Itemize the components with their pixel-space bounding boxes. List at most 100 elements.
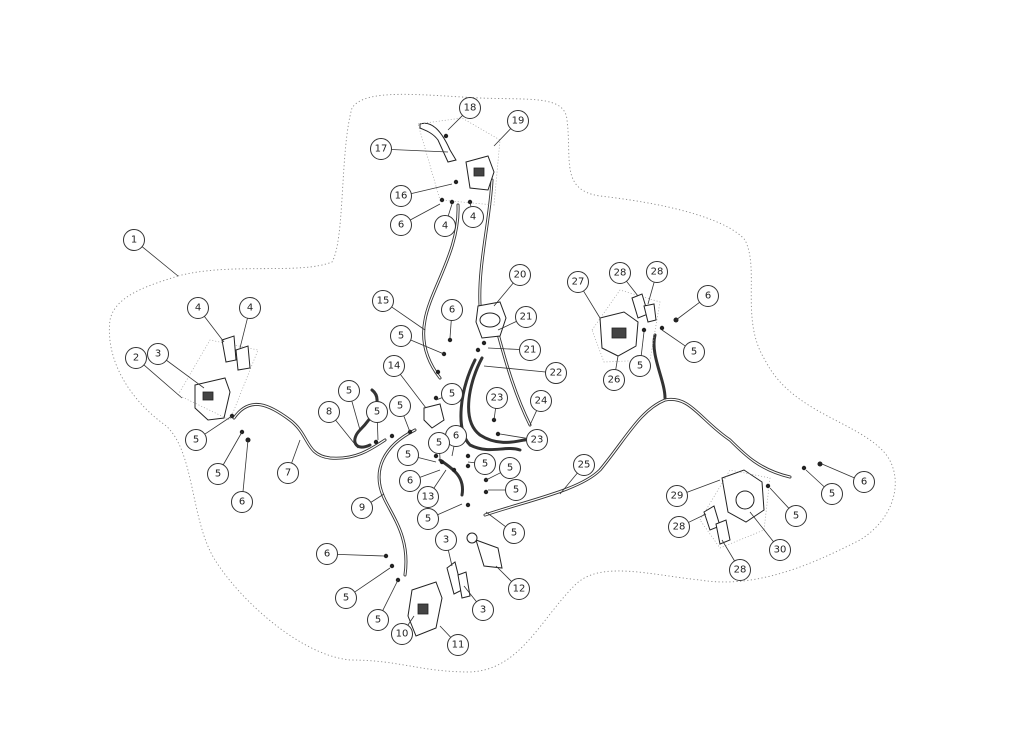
callout-circle bbox=[338, 380, 360, 402]
leader-line bbox=[485, 472, 501, 481]
leader-line bbox=[143, 364, 183, 399]
leader-line bbox=[400, 374, 427, 409]
brake-line-13 bbox=[438, 458, 465, 497]
leader-line bbox=[204, 316, 225, 343]
callout-number: 7 bbox=[285, 468, 291, 479]
leader-line bbox=[626, 281, 639, 297]
callout-12: 12 bbox=[508, 578, 530, 600]
leader-line bbox=[821, 463, 855, 479]
leader-line bbox=[337, 553, 385, 557]
callout-number: 4 bbox=[470, 212, 476, 223]
callout-circle bbox=[503, 522, 525, 544]
callout-5: 5 bbox=[389, 395, 411, 417]
callout-number: 28 bbox=[614, 268, 627, 279]
callout-circle bbox=[499, 457, 521, 479]
callout-15: 15 bbox=[372, 290, 394, 312]
leader-lines bbox=[141, 115, 855, 638]
callout-circle bbox=[428, 432, 450, 454]
callout-circle bbox=[462, 206, 484, 228]
leader-line bbox=[451, 446, 455, 457]
callout-25: 25 bbox=[573, 454, 595, 476]
callout-number: 5 bbox=[513, 485, 519, 496]
callout-20: 20 bbox=[509, 264, 531, 286]
leader-line bbox=[141, 246, 179, 277]
callout-number: 28 bbox=[673, 522, 686, 533]
callout-number: 12 bbox=[513, 584, 526, 595]
leader-line bbox=[447, 550, 453, 567]
leader-line bbox=[376, 422, 379, 441]
callout-21: 21 bbox=[519, 339, 541, 361]
callout-number: 4 bbox=[442, 221, 448, 232]
leader-line bbox=[499, 433, 527, 439]
callout-5: 5 bbox=[499, 457, 521, 479]
brake-pad-right-b bbox=[643, 303, 657, 323]
leader-line bbox=[449, 320, 452, 339]
callout-number: 5 bbox=[829, 489, 835, 500]
brake-pad-rear-b bbox=[457, 571, 471, 599]
callout-number: 24 bbox=[535, 396, 548, 407]
callout-number: 5 bbox=[482, 459, 488, 470]
callout-number: 28 bbox=[651, 267, 664, 278]
callout-number: 6 bbox=[453, 431, 459, 442]
callout-number: 17 bbox=[375, 144, 388, 155]
leader-line bbox=[463, 585, 477, 603]
leader-line bbox=[354, 567, 391, 593]
callout-17: 17 bbox=[370, 138, 392, 160]
callout-5: 5 bbox=[428, 432, 450, 454]
leader-line bbox=[769, 487, 790, 509]
brake-line-23 bbox=[459, 358, 522, 452]
callout-number: 5 bbox=[691, 347, 697, 358]
callout-circle bbox=[821, 483, 843, 505]
callout-11: 11 bbox=[447, 634, 469, 656]
leader-line bbox=[661, 329, 686, 347]
callout-number: 30 bbox=[774, 545, 787, 556]
callout-number: 5 bbox=[397, 401, 403, 412]
callout-circle bbox=[567, 271, 589, 293]
callout-number: 27 bbox=[572, 277, 585, 288]
callout-23: 23 bbox=[526, 429, 548, 451]
callout-number: 5 bbox=[193, 435, 199, 446]
callout-number: 5 bbox=[436, 438, 442, 449]
callout-circle bbox=[785, 505, 807, 527]
callout-number: 5 bbox=[375, 615, 381, 626]
callout-circle bbox=[335, 587, 357, 609]
leader-line bbox=[204, 415, 233, 435]
callout-number: 6 bbox=[324, 549, 330, 560]
callout-circle bbox=[391, 623, 413, 645]
callout-16: 16 bbox=[390, 185, 412, 207]
callout-5: 5 bbox=[629, 355, 651, 377]
brake-pad-left-a bbox=[221, 335, 237, 363]
callout-8: 8 bbox=[318, 401, 340, 423]
callout-4: 4 bbox=[187, 297, 209, 319]
callout-circle bbox=[603, 369, 625, 391]
callout-6: 6 bbox=[441, 299, 463, 321]
callout-number: 5 bbox=[637, 361, 643, 372]
callout-18: 18 bbox=[459, 97, 481, 119]
callout-5: 5 bbox=[505, 479, 527, 501]
callout-4: 4 bbox=[239, 297, 261, 319]
callout-28: 28 bbox=[646, 261, 668, 283]
callout-5: 5 bbox=[390, 325, 412, 347]
callout-number: 10 bbox=[396, 629, 409, 640]
callout-circle bbox=[316, 543, 338, 565]
callout-circle bbox=[277, 462, 299, 484]
callout-circle bbox=[390, 325, 412, 347]
callout-number: 6 bbox=[449, 305, 455, 316]
callout-number: 6 bbox=[861, 477, 867, 488]
callout-circle bbox=[390, 185, 412, 207]
callout-5: 5 bbox=[417, 508, 439, 530]
callout-circle bbox=[666, 485, 688, 507]
callout-circle bbox=[573, 454, 595, 476]
leader-line bbox=[467, 461, 475, 464]
leader-line bbox=[439, 625, 452, 638]
callout-number: 4 bbox=[195, 303, 201, 314]
callout-30: 30 bbox=[769, 539, 791, 561]
leader-line bbox=[411, 183, 453, 194]
callout-2: 2 bbox=[125, 347, 147, 369]
callout-number: 28 bbox=[734, 565, 747, 576]
brake-line-7 bbox=[232, 402, 387, 460]
leader-line bbox=[529, 410, 537, 426]
brake-line-26 bbox=[652, 333, 667, 400]
callout-4: 4 bbox=[434, 215, 456, 237]
